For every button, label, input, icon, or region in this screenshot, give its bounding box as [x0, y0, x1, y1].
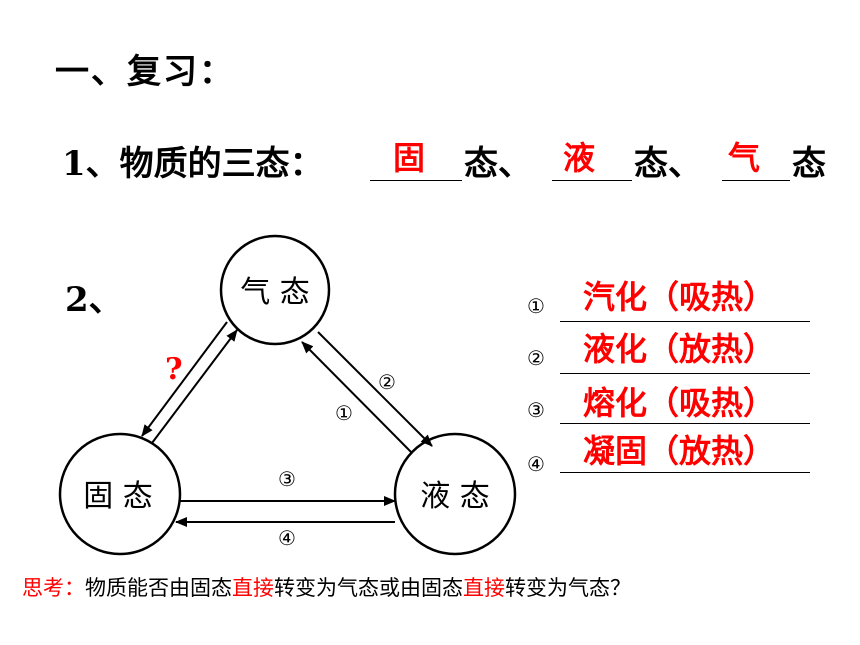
gas-node	[219, 234, 331, 346]
arrow-liquid-to-gas	[301, 341, 413, 454]
process-num-4: ④	[527, 452, 545, 476]
think-question: 思考：物质能否由固态直接转变为气态或由固态直接转变为气态？	[22, 572, 631, 602]
arrow-solid-to-gas	[151, 329, 238, 444]
q1-answer-3: 气	[728, 139, 761, 177]
q1-answer-2: 液	[563, 139, 596, 177]
think-part-2: 转变为气态或由固态	[274, 576, 463, 600]
q1-blank-2	[552, 180, 632, 181]
process-line-3	[560, 423, 810, 424]
arrow-gas-to-solid	[141, 321, 228, 437]
arrow-label-3: ③	[278, 467, 296, 491]
solid-node	[58, 432, 182, 556]
q1-sep-2: 态、	[634, 144, 702, 184]
think-label: 思考：	[22, 576, 85, 600]
process-line-2	[560, 373, 810, 374]
process-num-2: ②	[527, 346, 545, 370]
section-title: 一、复习：	[55, 52, 235, 92]
process-text-3: 熔化（吸热）	[583, 384, 776, 422]
process-text-2: 液化（放热）	[583, 330, 776, 368]
process-text-4: 凝固（放热）	[583, 432, 776, 470]
process-line-1	[560, 321, 810, 322]
q1-blank-3	[722, 180, 790, 181]
q1-blank-1	[370, 180, 462, 181]
process-num-3: ③	[527, 398, 545, 422]
think-emph-2: 直接	[463, 576, 505, 600]
arrow-label-1: ①	[335, 401, 353, 425]
q1-prefix: 1、物质的三态：	[62, 144, 324, 184]
solid-node-label: 固 态	[83, 479, 153, 514]
arrow-label-4: ④	[278, 526, 296, 550]
think-emph-1: 直接	[232, 576, 274, 600]
arrow-gas-to-liquid	[317, 331, 433, 447]
q1-suffix: 态	[792, 144, 826, 184]
q1-answer-1: 固	[393, 139, 426, 177]
think-part-1: 物质能否由固态	[85, 576, 232, 600]
gas-node-label: 气 态	[240, 275, 310, 310]
q1-sep-1: 态、	[464, 144, 532, 184]
liquid-node	[393, 432, 517, 556]
think-part-3: 转变为气态？	[505, 576, 631, 600]
liquid-node-label: 液 态	[420, 479, 490, 514]
question-mark: ?	[165, 352, 183, 387]
arrow-label-2: ②	[378, 370, 396, 394]
q2-label: 2、	[65, 280, 123, 320]
process-num-1: ①	[527, 294, 545, 318]
process-line-4	[560, 472, 810, 473]
process-text-1: 汽化（吸热）	[583, 278, 776, 316]
